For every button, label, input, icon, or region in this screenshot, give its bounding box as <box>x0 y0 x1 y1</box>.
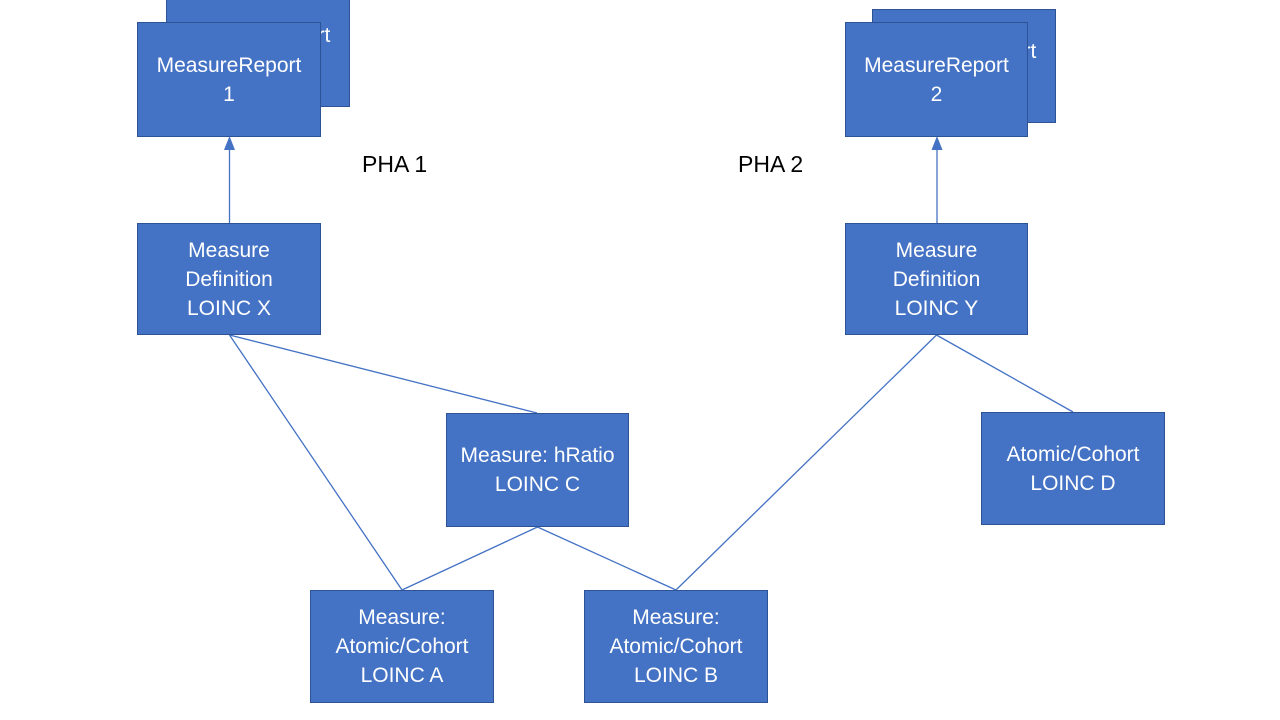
node-measure-report-2: MeasureReport 2 <box>845 22 1028 137</box>
pha1-label: PHA 1 <box>362 151 428 177</box>
node-measure-definition-loinc-y: Measure Definition LOINC Y <box>845 223 1028 335</box>
node-label-line: Atomic/Cohort <box>1006 442 1140 466</box>
node-measure-definition-loinc-x: Measure Definition LOINC X <box>137 223 321 335</box>
node-label-line: 2 <box>930 82 943 106</box>
connector-x-to-c <box>229 334 538 414</box>
node-atomic-cohort-loinc-d: Atomic/Cohort LOINC D <box>981 412 1165 525</box>
connector-y-to-d <box>936 334 1074 413</box>
node-label-line: Definition <box>185 267 273 291</box>
node-label-line: LOINC A <box>360 664 444 687</box>
node-measure-report-1: MeasureReport 1 <box>137 22 321 137</box>
node-label-line: Measure: hRatio <box>460 444 615 467</box>
connector-c-to-b <box>537 526 677 591</box>
node-measure-atomic-cohort-loinc-b: Measure: Atomic/Cohort LOINC B <box>584 590 768 703</box>
node-label-line: Measure <box>188 238 270 262</box>
node-label-line: MeasureReport <box>864 53 1009 77</box>
arrowhead-report2 <box>931 136 943 150</box>
node-label-line: Measure: <box>632 606 720 629</box>
node-label-line: LOINC X <box>186 296 272 320</box>
node-label-line: LOINC C <box>494 473 581 496</box>
node-label-line: Measure <box>895 238 978 262</box>
connector-c-to-a <box>401 526 538 591</box>
node-label-line: Atomic/Cohort <box>609 635 743 658</box>
node-label-line: LOINC D <box>1030 471 1116 495</box>
node-label-line: 1 <box>223 82 235 106</box>
node-label-line: Measure: <box>358 606 446 629</box>
node-label-line: LOINC B <box>633 664 719 687</box>
connector-x-to-a <box>228 334 403 591</box>
node-measure-hratio-loinc-c: Measure: hRatio LOINC C <box>446 413 629 527</box>
pha2-label: PHA 2 <box>738 151 804 177</box>
node-label-line: MeasureReport <box>156 53 302 77</box>
node-measure-atomic-cohort-loinc-a: Measure: Atomic/Cohort LOINC A <box>310 590 494 703</box>
node-label-line: LOINC Y <box>894 296 979 320</box>
arrowhead-report1 <box>224 136 235 150</box>
node-label-line: Atomic/Cohort <box>335 635 469 658</box>
node-label-line: Definition <box>892 267 981 291</box>
connector-y-to-b <box>675 334 937 591</box>
